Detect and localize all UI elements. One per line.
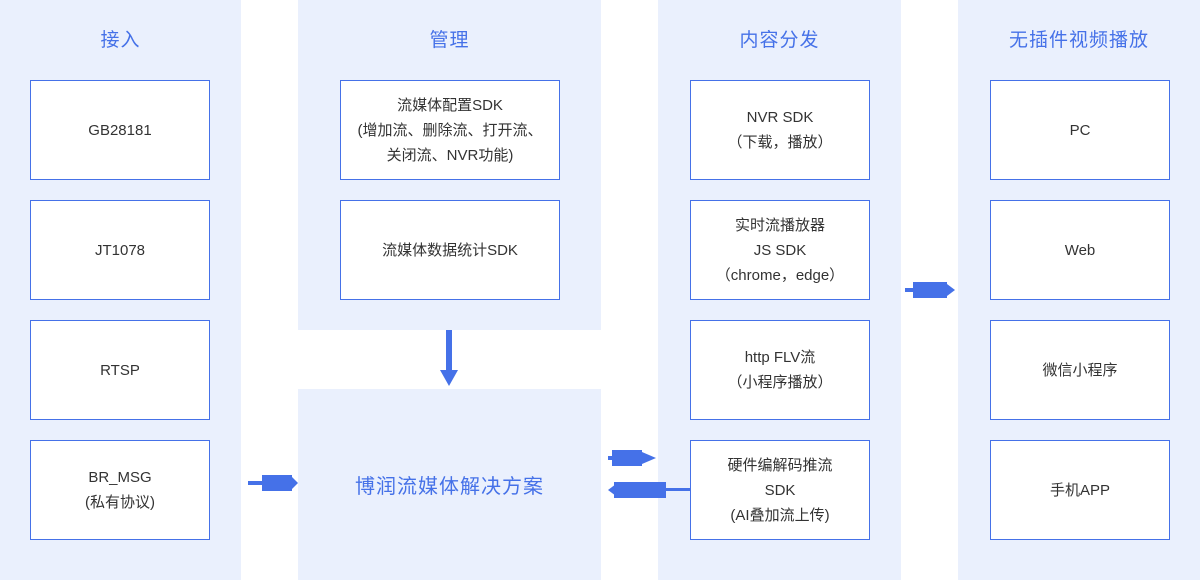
node-pc[interactable]: PC: [990, 80, 1170, 180]
node-hardware-codec-push-sdk[interactable]: 硬件编解码推流 SDK (AI叠加流上传): [690, 440, 870, 540]
connector-distribution-to-solution-line: [660, 488, 690, 491]
node-http-flv-stream[interactable]: http FLV流 （小程序播放）: [690, 320, 870, 420]
connector-solution-to-distribution-arrow-icon: [608, 445, 658, 471]
column-access: 接入 GB28181 JT1078 RTSP BR_MSG (私有协议): [0, 0, 241, 580]
node-rtsp[interactable]: RTSP: [30, 320, 210, 420]
solution-title: 博润流媒体解决方案: [355, 476, 544, 498]
column-title-access: 接入: [100, 30, 141, 51]
node-wechat-miniprogram[interactable]: 微信小程序: [990, 320, 1170, 420]
node-stream-config-sdk[interactable]: 流媒体配置SDK (增加流、删除流、打开流、 关闭流、NVR功能): [340, 80, 560, 180]
column-plugin-free-playback: 无插件视频播放 PC Web 微信小程序 手机APP: [958, 0, 1200, 580]
node-gb28181[interactable]: GB28181: [30, 80, 210, 180]
node-jt1078[interactable]: JT1078: [30, 200, 210, 300]
column-title-management: 管理: [429, 30, 470, 51]
column-title-content-distribution: 内容分发: [739, 30, 820, 51]
node-br-msg[interactable]: BR_MSG (私有协议): [30, 440, 210, 540]
connector-management-to-solution-arrow-icon: [436, 330, 462, 386]
node-realtime-player-js-sdk[interactable]: 实时流播放器 JS SDK （chrome，edge）: [690, 200, 870, 300]
connector-distribution-to-playback-arrow-icon: [905, 277, 955, 303]
column-content-distribution: 内容分发 NVR SDK （下载，播放） 实时流播放器 JS SDK （chro…: [658, 0, 901, 580]
column-title-plugin-free-playback: 无插件视频播放: [1008, 30, 1149, 51]
solution-panel: 博润流媒体解决方案: [298, 389, 601, 580]
connector-access-to-management-arrow-icon: [248, 470, 298, 496]
node-nvr-sdk[interactable]: NVR SDK （下载，播放）: [690, 80, 870, 180]
node-stream-statistics-sdk[interactable]: 流媒体数据统计SDK: [340, 200, 560, 300]
node-web[interactable]: Web: [990, 200, 1170, 300]
column-management: 管理 流媒体配置SDK (增加流、删除流、打开流、 关闭流、NVR功能) 流媒体…: [298, 0, 601, 330]
connector-distribution-to-solution-arrow-icon: [608, 477, 666, 503]
node-mobile-app[interactable]: 手机APP: [990, 440, 1170, 540]
